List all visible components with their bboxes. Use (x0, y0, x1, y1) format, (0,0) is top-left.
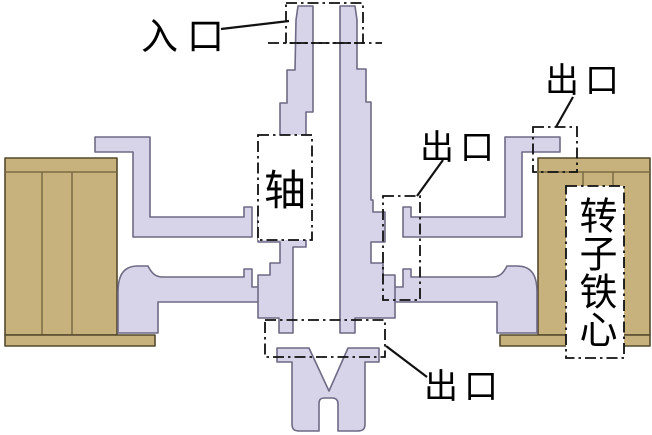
bottom-outlet-leader-line (385, 345, 428, 378)
middle-outlet-callout-box (382, 195, 421, 301)
bottom-shaft-coupling (276, 347, 380, 432)
middle-outlet-label: 出口 (420, 128, 500, 168)
shaft-right-wall (339, 5, 396, 334)
left-hub-arm (117, 265, 263, 334)
left-rotor-core (4, 157, 156, 347)
rotor-core-label-box (565, 185, 625, 359)
rotor-core-label: 转子铁心 (573, 196, 617, 348)
inlet-label: 入口 (141, 15, 233, 58)
middle-outlet-leader-line (416, 159, 444, 197)
top-right-outlet-leader-line (555, 96, 574, 128)
inlet-callout-box (285, 2, 364, 44)
bottom-outlet-label: 出口 (424, 367, 504, 407)
bottom-outlet-callout-box (264, 319, 386, 358)
shaft-label-box (257, 134, 313, 241)
left-core-block (4, 157, 118, 336)
shaft-label: 轴 (263, 166, 306, 215)
top-right-outlet-label: 出口 (545, 61, 625, 101)
top-right-outlet-callout-box (532, 126, 578, 173)
left-core-bottom-strip (4, 334, 156, 347)
left-end-plate (94, 136, 253, 238)
inlet-leader-line (220, 19, 290, 31)
